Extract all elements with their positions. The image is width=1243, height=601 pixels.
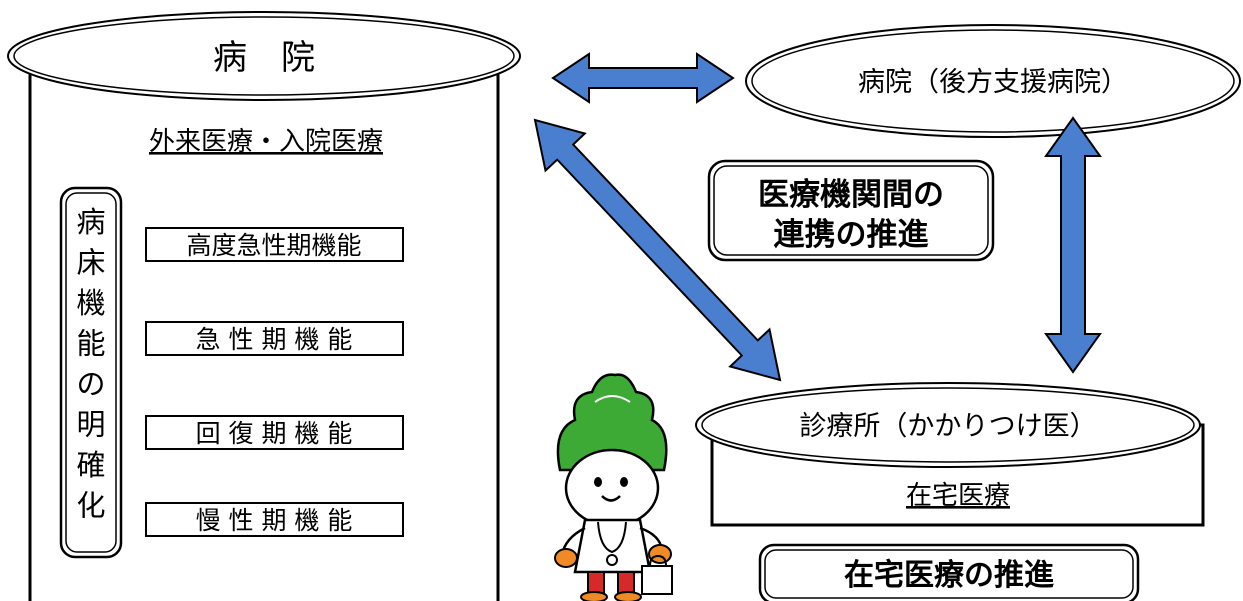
- clarify-char: 明: [76, 408, 105, 442]
- arrows: [533, 52, 1102, 382]
- clarify-box-inner: [65, 192, 117, 553]
- clarify-char: 病: [76, 205, 105, 239]
- function-box: [145, 321, 404, 356]
- clarify-char: の: [76, 367, 105, 401]
- home-care-promotion-text: 在宅医療の推進: [844, 558, 1054, 593]
- double-arrow-icon: [1044, 116, 1102, 374]
- support-hospital-title: 病院（後方支援病院）: [858, 67, 1128, 98]
- clarify-char: 化: [76, 489, 105, 523]
- clarify-char: 床: [76, 246, 105, 280]
- clinic-ellipse-inner: [701, 387, 1195, 463]
- hospital-title: 病 院: [213, 38, 315, 78]
- clarify-char: 確: [76, 448, 105, 482]
- function-box: [145, 227, 404, 262]
- double-arrow-icon: [533, 118, 782, 382]
- double-arrow-icon: [551, 52, 735, 104]
- clinic-title: 診療所（かかりつけ医）: [799, 411, 1096, 442]
- function-label: 急 性 期 機 能: [196, 325, 353, 354]
- hospital-top-ellipse-inner: [13, 16, 515, 96]
- clarify-char: 機: [76, 286, 105, 320]
- support-hospital-ellipse-inner: [751, 29, 1235, 133]
- function-label: 回 復 期 機 能: [196, 419, 353, 448]
- mascot-doctor-icon: [554, 373, 672, 601]
- clarify-char: 能: [76, 327, 105, 361]
- medical-bag-icon: [641, 554, 673, 595]
- clarify-box-outer: [59, 186, 123, 559]
- hospital-care-text: 外来医療・入院医療: [149, 127, 383, 157]
- cooperation-box-inner: [713, 165, 989, 256]
- home-care-box-inner: [764, 549, 1134, 599]
- cooperation-line1: 医療機関間の: [758, 177, 944, 213]
- clinic-care-text: 在宅医療: [906, 481, 1010, 511]
- cooperation-line2: 連携の推進: [774, 217, 929, 253]
- cooperation-box-outer: [707, 159, 995, 262]
- function-box: [145, 415, 404, 450]
- home-care-box-outer: [758, 543, 1140, 601]
- function-label: 慢 性 期 機 能: [196, 506, 353, 535]
- function-label: 高度急性期機能: [186, 231, 361, 260]
- function-box: [145, 502, 404, 537]
